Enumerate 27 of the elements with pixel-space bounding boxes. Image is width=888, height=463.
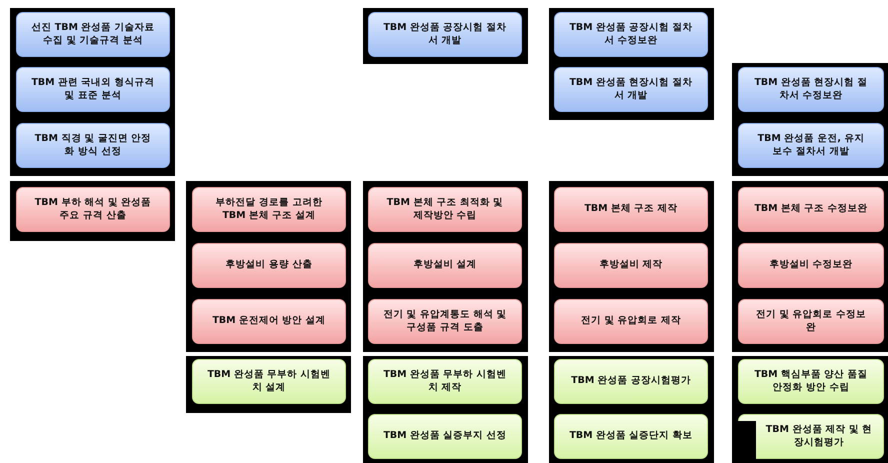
task-box: TBM 완성품 실증단지 확보 [554, 414, 708, 459]
task-box: TBM 완성품 공장시험평가 [554, 359, 708, 404]
task-box: TBM 핵심부품 양산 품질 안정화 방안 수립 [738, 359, 884, 404]
task-box: TBM 완성품 운전, 유지보수 절차서 개발 [738, 123, 884, 168]
task-box: TBM 완성품 현장시험 절차서 개발 [554, 67, 708, 112]
task-box: TBM 완성품 공장시험 절차서 개발 [368, 12, 522, 57]
task-box: TBM 완성품 무부하 시험벤치 설계 [192, 359, 346, 404]
task-box: TBM 본체 구조 제작 [554, 187, 708, 232]
task-box: 후방설비 수정보완 [738, 243, 884, 288]
task-box: TBM 본체 구조 최적화 및 제작방안 수립 [368, 187, 522, 232]
task-box: TBM 관련 국내외 형식규격 및 표준 분석 [16, 67, 170, 112]
task-box: TBM 완성품 무부하 시험벤치 제작 [368, 359, 522, 404]
task-box: TBM 본체 구조 수정보완 [738, 187, 884, 232]
task-box: TBM 직경 및 굴진면 안정화 방식 선정 [16, 123, 170, 168]
task-box: 후방설비 제작 [554, 243, 708, 288]
task-box: TBM 부하 해석 및 완성품 주요 규격 산출 [16, 187, 170, 232]
task-box: 후방설비 설계 [368, 243, 522, 288]
task-box: TBM 운전제어 방안 설계 [192, 299, 346, 344]
task-box: TBM 완성품 현장시험 절차서 수정보완 [738, 67, 884, 112]
task-box: 전기 및 유압회로 수정보완 [738, 299, 884, 344]
task-box: 후방설비 용량 산출 [192, 243, 346, 288]
task-box: TBM 완성품 실증부지 선정 [368, 414, 522, 459]
task-box: TBM 완성품 공장시험 절차서 수정보완 [554, 12, 708, 57]
task-box: 전기 및 유압계통도 해석 및 구성품 규격 도출 [368, 299, 522, 344]
task-box: 선진 TBM 완성품 기술자료 수집 및 기술규격 분석 [16, 12, 170, 57]
task-box: 부하전달 경로를 고려한 TBM 본체 구조 설계 [192, 187, 346, 232]
task-box: 전기 및 유압회로 제작 [554, 299, 708, 344]
